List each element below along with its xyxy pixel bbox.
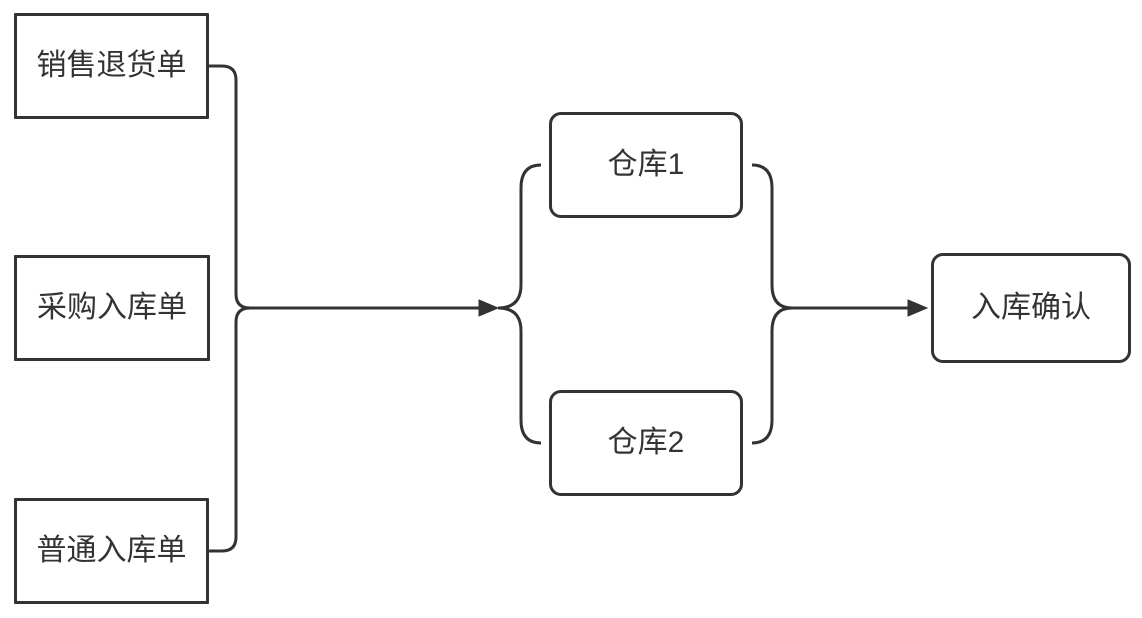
edge-warehouse2-branch (751, 306, 793, 445)
edge-warehouse1-branch (751, 163, 793, 310)
node-inbound-confirm: 入库确认 (931, 253, 1131, 363)
edge-ordinary-inbound-branch (209, 306, 251, 553)
node-label: 仓库1 (607, 148, 685, 181)
node-label: 普通入库单 (36, 534, 187, 567)
node-label: 仓库2 (607, 426, 685, 459)
node-warehouse-2: 仓库2 (549, 390, 743, 496)
node-label: 销售退货单 (36, 49, 187, 82)
node-purchase-inbound-order: 采购入库单 (14, 255, 210, 361)
edge-sales-return-branch (209, 64, 251, 310)
arrowhead-icon (478, 299, 500, 317)
node-label: 采购入库单 (37, 291, 187, 324)
edge-split-to-warehouse1 (497, 163, 542, 310)
node-sales-return-order: 销售退货单 (14, 13, 209, 119)
arrowhead-icon (907, 299, 929, 317)
node-label: 入库确认 (971, 291, 1091, 324)
edge-split-to-warehouse2 (497, 306, 542, 445)
node-warehouse-1: 仓库1 (549, 112, 743, 218)
node-ordinary-inbound-order: 普通入库单 (14, 498, 209, 604)
